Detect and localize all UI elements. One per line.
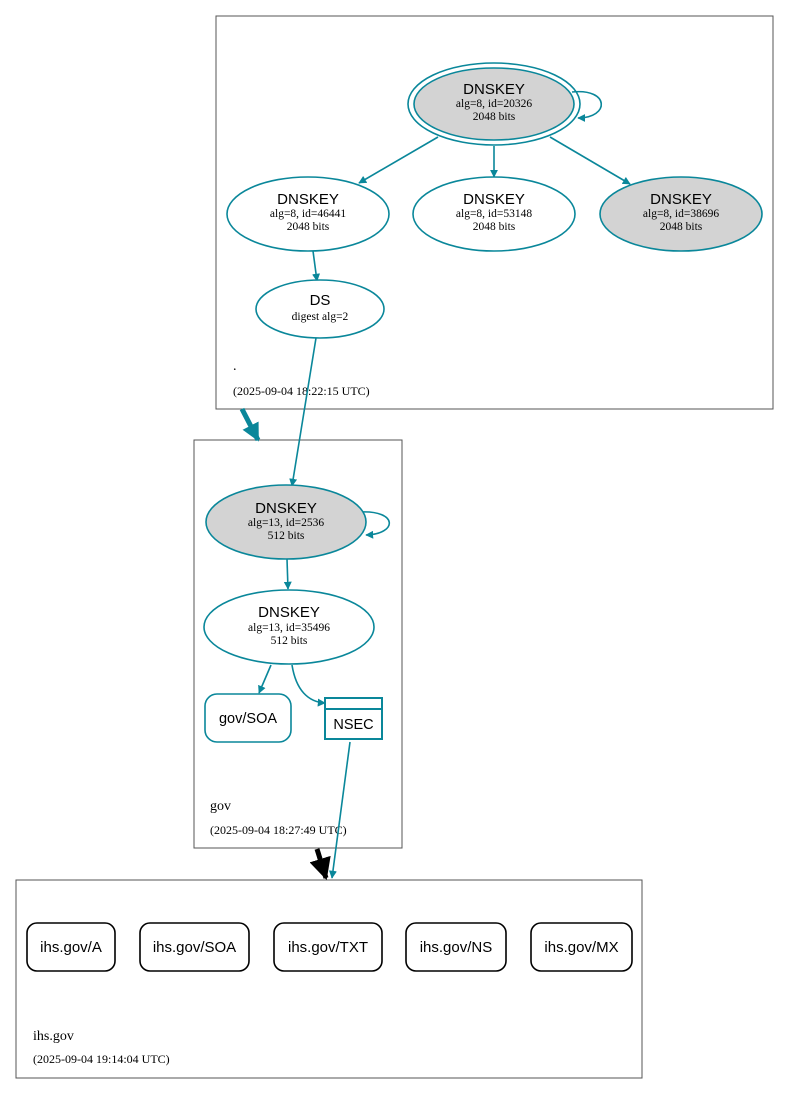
- rrset-ihs-gov-mx-shape: [530, 922, 633, 972]
- rrset-ihs-gov-soa-label: ihs.gov/SOA: [153, 939, 236, 956]
- zone-root-name: .: [233, 359, 237, 374]
- node-root-ksk-line1: alg=8, id=20326: [456, 98, 532, 110]
- node-gov-soa-label: gov/SOA: [219, 711, 277, 727]
- node-gov-ksk[interactable]: DNSKEY alg=13, id=2536 512 bits: [205, 484, 367, 560]
- zone-ihs-gov: ihs.gov (2025-09-04 19:14:04 UTC): [15, 879, 643, 1079]
- edge-root-zsk1-ds: [312, 250, 321, 282]
- rrset-ihs-gov-txt[interactable]: ihs.gov/TXT: [273, 922, 383, 972]
- zone-gov-timestamp: (2025-09-04 18:27:49 UTC): [210, 823, 347, 837]
- node-root-ksk-outer: [407, 62, 581, 146]
- edge-root-ksk-zsk3: [549, 136, 631, 185]
- node-gov-soa[interactable]: gov/SOA: [204, 693, 292, 743]
- node-gov-ksk-line2: 512 bits: [268, 530, 305, 542]
- zone-gov: gov (2025-09-04 18:27:49 UTC): [193, 439, 403, 849]
- node-gov-zsk-line1: alg=13, id=35496: [248, 622, 330, 634]
- edge-delegation-gov-ihs: [309, 848, 331, 881]
- edge-root-ksk-zsk1: [358, 136, 439, 184]
- node-gov-zsk-line2: 512 bits: [271, 635, 308, 647]
- node-gov-nsec-shape: [324, 697, 383, 740]
- node-root-zsk-38696-shape: [599, 176, 763, 252]
- node-root-zsk-46441-line2: 2048 bits: [287, 221, 330, 233]
- node-root-ksk-title: DNSKEY: [463, 81, 525, 98]
- zone-gov-name: gov: [210, 799, 231, 814]
- zone-ihs-gov-timestamp: (2025-09-04 19:14:04 UTC): [33, 1052, 170, 1066]
- rrset-ihs-gov-txt-label: ihs.gov/TXT: [288, 939, 368, 956]
- zone-ihs-gov-border: [15, 879, 643, 1079]
- node-root-zsk-53148-line1: alg=8, id=53148: [456, 208, 532, 220]
- edge-root-ksk-self: [571, 90, 603, 122]
- node-gov-soa-shape: [204, 693, 292, 743]
- edge-ds-gov-ksk: [289, 337, 317, 487]
- zone-ihs-gov-name: ihs.gov: [33, 1029, 74, 1044]
- node-root-zsk-46441-line1: alg=8, id=46441: [270, 208, 346, 220]
- node-gov-ksk-shape: [205, 484, 367, 560]
- node-root-zsk-38696-line2: 2048 bits: [660, 221, 703, 233]
- node-gov-zsk-title: DNSKEY: [258, 604, 320, 621]
- zone-gov-border: [193, 439, 403, 849]
- node-gov-ds-line1: digest alg=2: [292, 311, 349, 323]
- node-root-zsk-46441-shape: [226, 176, 390, 252]
- node-root-zsk-38696[interactable]: DNSKEY alg=8, id=38696 2048 bits: [599, 176, 763, 252]
- node-root-zsk-46441[interactable]: DNSKEY alg=8, id=46441 2048 bits: [226, 176, 390, 252]
- node-gov-ds-shape: [255, 279, 385, 339]
- zone-root-timestamp: (2025-09-04 18:22:15 UTC): [233, 384, 370, 398]
- edges: [239, 90, 631, 879]
- node-root-zsk-38696-title: DNSKEY: [650, 191, 712, 208]
- node-root-ksk-inner: [413, 67, 575, 141]
- zone-root: . (2025-09-04 18:22:15 UTC): [215, 15, 774, 410]
- node-gov-ds-title: DS: [310, 292, 331, 309]
- edge-nsec-ihs: [328, 741, 351, 879]
- node-root-zsk-53148[interactable]: DNSKEY alg=8, id=53148 2048 bits: [412, 176, 576, 252]
- node-root-zsk-38696-line1: alg=8, id=38696: [643, 208, 719, 220]
- rrset-ihs-gov-ns[interactable]: ihs.gov/NS: [405, 922, 507, 972]
- node-gov-ksk-line1: alg=13, id=2536: [248, 517, 324, 529]
- rrset-ihs-gov-soa-shape: [139, 922, 250, 972]
- edge-gov-ksk-zsk: [283, 558, 292, 590]
- node-gov-ksk-title: DNSKEY: [255, 500, 317, 517]
- node-root-zsk-53148-title: DNSKEY: [463, 191, 525, 208]
- node-root-zsk-46441-title: DNSKEY: [277, 191, 339, 208]
- node-gov-zsk-shape: [203, 589, 375, 665]
- rrset-ihs-gov-a[interactable]: ihs.gov/A: [26, 922, 116, 972]
- rrset-ihs-gov-soa[interactable]: ihs.gov/SOA: [139, 922, 250, 972]
- rrset-ihs-gov-a-shape: [26, 922, 116, 972]
- rrset-ihs-gov-ns-label: ihs.gov/NS: [420, 939, 493, 956]
- node-gov-zsk[interactable]: DNSKEY alg=13, id=35496 512 bits: [203, 589, 375, 665]
- node-gov-nsec-label: NSEC: [333, 717, 373, 733]
- node-root-zsk-53148-shape: [412, 176, 576, 252]
- rrset-ihs-gov-txt-shape: [273, 922, 383, 972]
- edge-gov-ksk-self: [359, 511, 391, 539]
- zone-root-border: [215, 15, 774, 410]
- node-root-ksk-line2: 2048 bits: [473, 111, 516, 123]
- node-root-ksk[interactable]: DNSKEY alg=8, id=20326 2048 bits: [407, 62, 581, 146]
- node-gov-nsec[interactable]: NSEC: [324, 697, 383, 740]
- edge-gov-zsk-nsec: [291, 664, 326, 707]
- rrset-ihs-gov-mx-label: ihs.gov/MX: [544, 939, 618, 956]
- rrset-ihs-gov-a-label: ihs.gov/A: [40, 939, 102, 956]
- node-gov-ds[interactable]: DS digest alg=2: [255, 279, 385, 339]
- node-root-zsk-53148-line2: 2048 bits: [473, 221, 516, 233]
- edge-gov-zsk-soa: [258, 664, 272, 694]
- rrset-ihs-gov-mx[interactable]: ihs.gov/MX: [530, 922, 633, 972]
- edge-delegation-root-gov: [239, 407, 261, 442]
- rrset-ihs-gov-ns-shape: [405, 922, 507, 972]
